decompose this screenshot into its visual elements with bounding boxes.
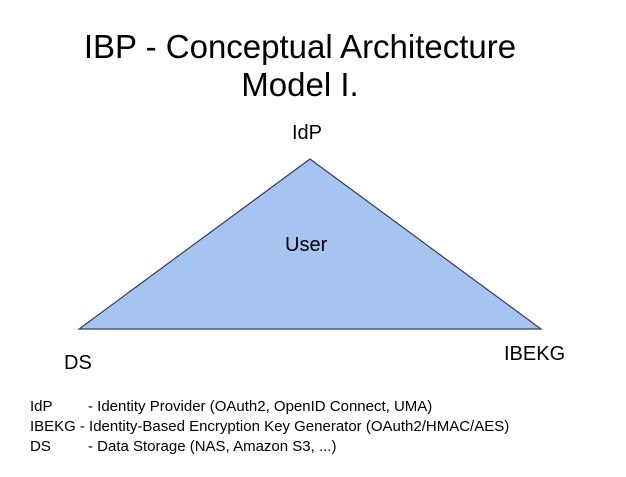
legend-definition: - Identity Provider (OAuth2, OpenID Conn…: [88, 398, 433, 415]
page-title: IBP - Conceptual Architecture Model I.: [0, 28, 600, 104]
legend: IdP - Identity Provider (OAuth2, OpenID …: [30, 397, 509, 457]
node-label-idp: IdP: [292, 122, 323, 144]
legend-definition: - Data Storage (NAS, Amazon S3, ...): [88, 438, 337, 455]
node-label-user: User: [285, 234, 328, 256]
legend-term: DS: [30, 438, 51, 455]
legend-term: IdP: [30, 398, 53, 415]
title-line-1: IBP - Conceptual Architecture: [83, 28, 517, 65]
node-label-ibekg: IBEKG: [504, 343, 566, 365]
legend-row-ibekg: IBEKG - Identity-Based Encryption Key Ge…: [30, 417, 509, 437]
legend-definition: - Identity-Based Encryption Key Generato…: [79, 418, 510, 435]
triangle-shape: [77, 158, 543, 330]
title-line-2: Model I.: [241, 66, 359, 103]
node-label-ds: DS: [64, 352, 92, 374]
legend-row-ds: DS - Data Storage (NAS, Amazon S3, ...): [30, 437, 509, 457]
legend-term: IBEKG: [30, 418, 76, 435]
legend-row-idp: IdP - Identity Provider (OAuth2, OpenID …: [30, 397, 509, 417]
